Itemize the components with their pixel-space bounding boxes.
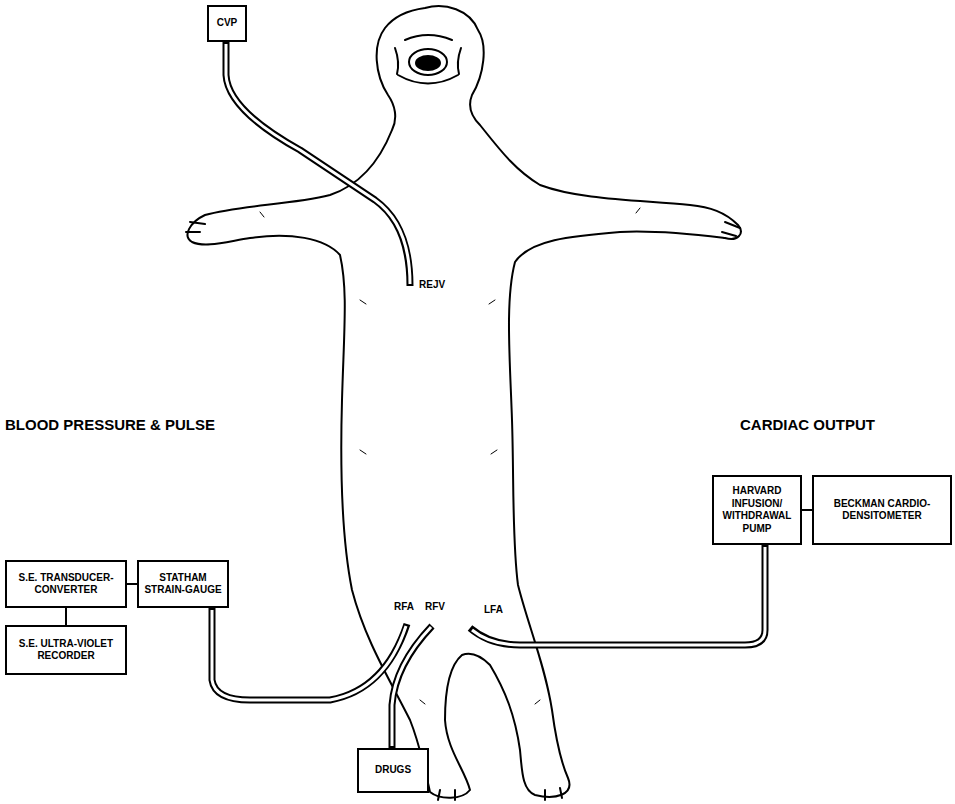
- equipment-box: HARVARD INFUSION/ WITHDRAWAL PUMP: [712, 475, 802, 545]
- cable-line: [802, 509, 812, 511]
- equipment-box: CVP: [207, 5, 247, 42]
- box-label: HARVARD INFUSION/ WITHDRAWAL PUMP: [718, 485, 796, 535]
- equipment-box: S.E. ULTRA-VIOLET RECORDER: [5, 625, 127, 675]
- box-label: DRUGS: [375, 764, 411, 777]
- section-heading: BLOOD PRESSURE & PULSE: [5, 416, 215, 433]
- box-label: STATHAM STRAIN-GAUGE: [143, 572, 223, 597]
- box-label: S.E. TRANSDUCER-CONVERTER: [11, 572, 121, 597]
- cable-line: [65, 608, 67, 625]
- box-label: S.E. ULTRA-VIOLET RECORDER: [11, 638, 121, 663]
- fur-strokes: [260, 208, 640, 704]
- equipment-box: STATHAM STRAIN-GAUGE: [137, 560, 229, 608]
- vessel-label: RFA: [394, 601, 414, 612]
- vessel-label: RFV: [425, 601, 445, 612]
- fingers: [186, 222, 740, 800]
- mouth: [409, 49, 447, 75]
- cable-line: [127, 583, 137, 585]
- face-lines: [395, 35, 461, 84]
- catheter-tubes: [212, 42, 765, 748]
- section-heading: CARDIAC OUTPUT: [740, 416, 875, 433]
- vessel-label: LFA: [484, 604, 503, 615]
- equipment-box: DRUGS: [357, 748, 429, 793]
- box-label: BECKMAN CARDIO-DENSITOMETER: [818, 498, 946, 523]
- vessel-label: REJV: [419, 279, 445, 290]
- mouth-inner: [416, 56, 440, 70]
- equipment-box: S.E. TRANSDUCER-CONVERTER: [5, 560, 127, 608]
- animal-outline: [188, 6, 741, 798]
- equipment-box: BECKMAN CARDIO-DENSITOMETER: [812, 475, 952, 545]
- box-label: CVP: [217, 17, 238, 30]
